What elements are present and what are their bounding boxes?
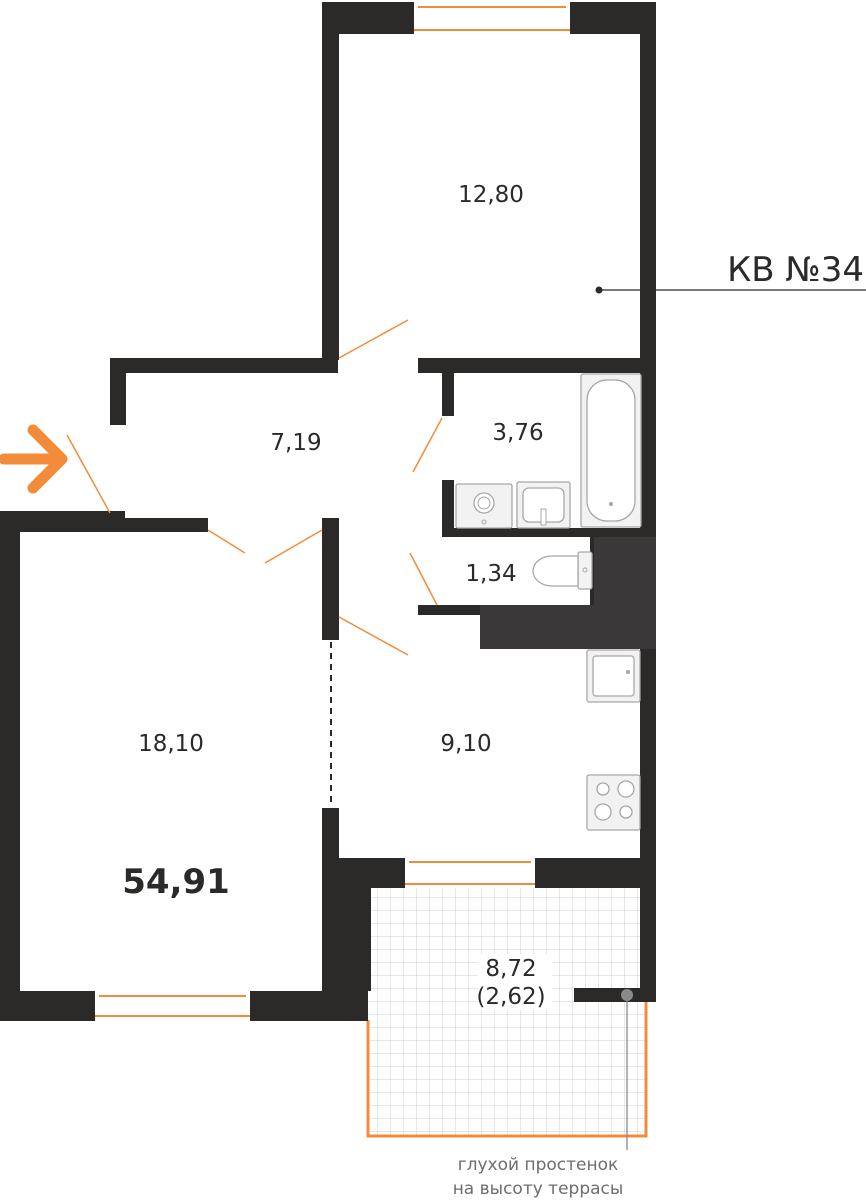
terrace-railing [366,1002,648,1138]
note-line-1: глухой простенок [458,1155,619,1175]
wall [322,808,339,1013]
terrace-floor-tiles [368,888,646,1136]
door-kitchen [338,616,409,656]
wall [322,2,414,34]
toilet-bowl [532,551,593,590]
walls [0,2,656,1021]
doors [66,319,443,806]
wall [535,858,656,888]
apartment-label-group: КВ №34 [595,250,866,294]
wall [322,2,339,360]
door-entrance [66,434,111,514]
apartment-number: КВ №34 [727,250,864,290]
total-area: 54,91 [122,862,230,902]
door-living-room [207,529,246,554]
note-line-2: на высоту террасы [453,1179,624,1199]
room-area-hallway: 7,19 [270,430,321,456]
blind-wall-callout: глухой простенок на высоту террасы [453,989,633,1199]
door-toilet [409,552,438,606]
entrance-arrow-icon [0,424,68,494]
room-area-bathroom: 3,76 [492,420,543,446]
cooktop [586,774,641,831]
blind-wall-segment [574,988,656,1002]
wall [442,528,656,537]
door-bedroom [338,319,409,359]
terrace-label-backdrop [478,954,552,1010]
wall [442,373,454,416]
wall [0,991,95,1021]
terrace [366,888,648,1138]
door-living-room [264,529,323,564]
kitchen-sink [586,649,641,703]
wall [0,511,20,1021]
terrace-area-reduced: (2,62) [476,984,545,1010]
room-area-living-room: 18,10 [138,731,204,757]
wall [418,358,656,373]
wall [20,518,208,532]
fixtures [455,373,642,831]
wall [640,862,656,1002]
washing-machine [455,483,513,529]
wall [418,605,480,615]
bathtub [580,373,642,528]
wall [640,2,656,862]
wall [110,358,338,373]
door-bathroom [412,417,443,473]
wall [250,991,368,1021]
wall [322,518,339,640]
windows [95,2,570,1021]
room-area-toilet: 1,34 [465,561,516,587]
wall [110,358,126,425]
room-area-bedroom: 12,80 [458,182,524,208]
room-area-kitchen: 9,10 [440,731,491,757]
terrace-area: 8,72 [485,956,536,982]
wall [339,858,371,991]
wall [0,511,125,521]
wall [442,480,454,528]
bathroom-sink [516,481,571,529]
